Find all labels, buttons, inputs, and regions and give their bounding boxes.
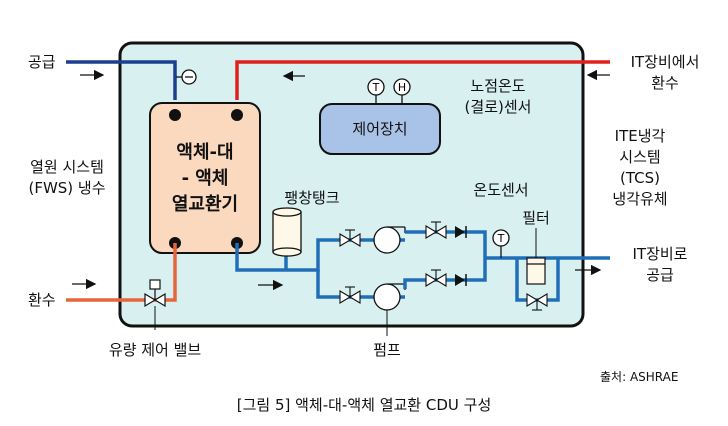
tcs-label-line1: ITE냉각 [614,127,666,145]
filter-icon [526,257,546,285]
tcs-label-line2: 시스템 [619,148,661,166]
fws-label-line2: (FWS) 냉수 [28,179,106,197]
it-supply-label-line1: IT장비로 [632,245,688,263]
return-out-label: 환수 [28,291,56,309]
source-label: 출처: ASHRAE [600,370,679,384]
supply-in-label: 공급 [28,53,56,71]
tcs-label-line3: (TCS) [620,169,660,187]
valve-lower-1-icon [339,286,361,304]
dew-point-sensor-h-icon: H [393,78,411,104]
temperature-sensor-icon: T [492,229,510,258]
svg-text:H: H [398,81,406,94]
flow-valve-label: 유량 제어 밸브 [108,341,202,359]
dew-point-sensor-t-icon: T [367,78,385,104]
pump-upper-icon [373,226,406,254]
tcs-label-line4: 냉각유체 [612,190,668,208]
dew-sensor-label-line2: (결로)센서 [464,98,532,116]
it-return-pipe [235,60,610,100]
svg-text:T: T [497,232,505,245]
controller [319,103,441,155]
pump-lower-icon [373,283,406,311]
temp-sensor-label: 온도센서 [473,181,529,199]
valve-filter-bypass-icon [526,293,548,311]
valve-upper-2-icon [425,221,447,239]
expansion-tank-label: 팽창탱크 [284,189,340,207]
it-return-label-line1: IT장비에서 [630,53,700,71]
controller-label: 제어장치 [352,120,408,138]
svg-text:T: T [372,81,380,94]
check-valve-upper-icon [455,226,467,238]
expansion-tank-icon [272,207,302,257]
hx-label-line3: 열교환기 [171,194,239,215]
facility-return-pipe [66,243,177,302]
filter-label: 필터 [522,209,550,227]
check-valve-lower-icon [455,274,467,286]
fws-label-line1: 열원 시스템 [30,158,104,176]
valve-lower-2-icon [425,269,447,287]
hx-label-line2: - 액체 [181,168,229,189]
figure-caption: [그림 5] 액체-대-액체 열교환 CDU 구성 [236,396,492,414]
hx-label-line1: 액체-대 [176,142,234,163]
it-return-label-line2: 환수 [651,74,679,92]
pressure-gauge-icon [176,69,197,85]
valve-upper-1-icon [339,229,361,247]
flow-control-valve-icon [144,279,166,308]
heat-exchanger [149,102,261,254]
it-supply-label-line2: 공급 [646,266,674,284]
dew-sensor-label-line1: 노점온도 [470,77,526,95]
pump-label: 펌프 [373,341,401,359]
supply-pipe [66,60,177,100]
